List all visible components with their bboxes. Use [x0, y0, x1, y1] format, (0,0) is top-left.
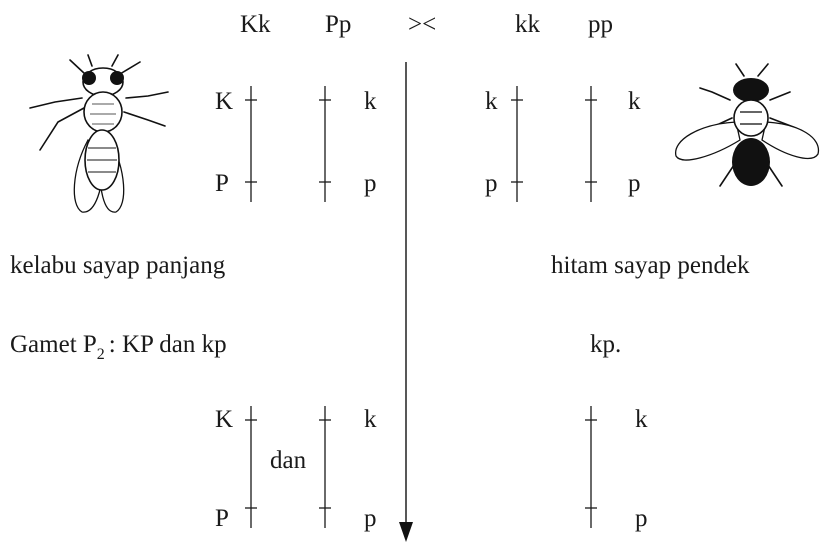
right-parent-chromosomes: k p k p: [485, 86, 641, 202]
phenotype-right: hitam sayap pendek: [551, 252, 750, 279]
gamete-left-values: : KP dan kp: [109, 331, 227, 358]
left-parent-chromosomes: K P k p: [215, 86, 377, 202]
allele-P: P: [215, 170, 229, 197]
gamete-subscript: 2: [97, 346, 105, 363]
central-arrow: [399, 62, 413, 542]
allele-k-left: k: [485, 88, 498, 115]
allele-K: K: [215, 88, 233, 115]
gamete-right-values: kp.: [590, 331, 621, 358]
gamete-connector: dan: [270, 447, 307, 474]
allele-k: k: [364, 88, 377, 115]
gamete-right-allele-p: p: [635, 505, 648, 532]
grey-long-winged-fly-icon: [29, 54, 169, 213]
p1-genotype-2: Pp: [325, 11, 351, 38]
gamete-allele-P: P: [215, 505, 229, 532]
gamete-line-left: Gamet P2: KP dan kp: [10, 331, 227, 363]
gamete-allele-p: p: [364, 505, 377, 532]
phenotype-left: kelabu sayap panjang: [10, 252, 226, 279]
gamete-label: Gamet P: [10, 331, 97, 358]
p2-genotype-2: pp: [588, 11, 613, 38]
black-short-winged-fly-icon: [675, 63, 820, 187]
gamete-chromosomes-left: K P dan k p: [215, 406, 377, 532]
gamete-allele-K: K: [215, 406, 233, 433]
p1-genotype-1: Kk: [240, 11, 271, 38]
allele-k-right: k: [628, 88, 641, 115]
p2-genotype-1: kk: [515, 11, 541, 38]
gamete-chromosome-right: k p: [585, 406, 648, 532]
gamete-right-allele-k: k: [635, 406, 648, 433]
allele-p: p: [364, 170, 377, 197]
gamete-allele-k: k: [364, 406, 377, 433]
allele-p-right: p: [628, 170, 641, 197]
cross-symbol: ><: [408, 11, 436, 38]
allele-p-left: p: [485, 170, 498, 197]
